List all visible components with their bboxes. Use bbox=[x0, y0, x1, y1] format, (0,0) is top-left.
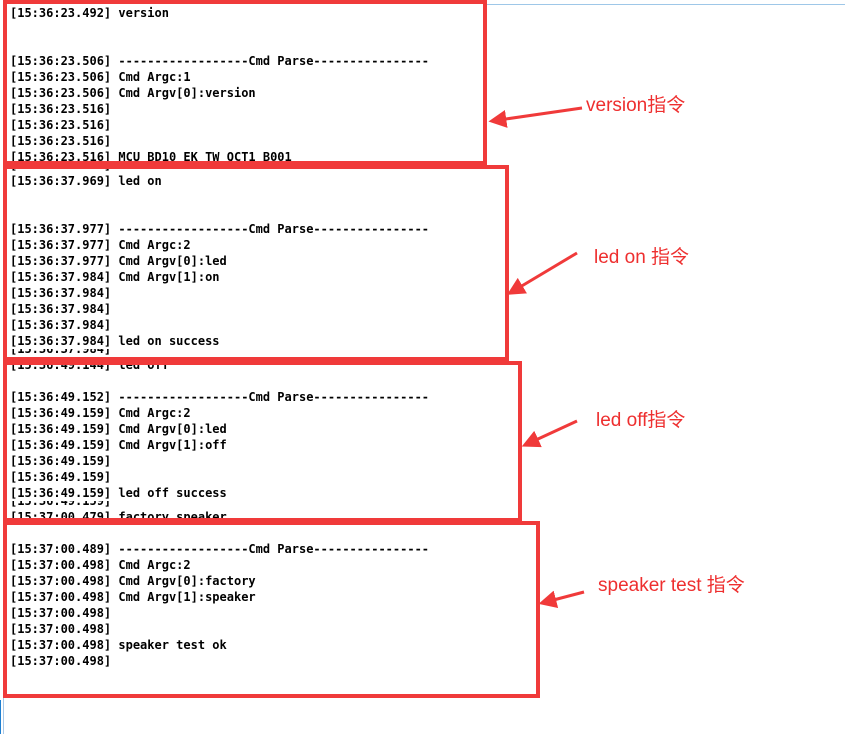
window-edge-left-accent bbox=[0, 700, 1, 734]
annotation-speaker: speaker test 指令 bbox=[598, 575, 745, 596]
log-line: [15:36:49.159] led off success bbox=[10, 486, 227, 500]
log-line: [15:37:00.498] bbox=[10, 606, 112, 620]
log-line: [15:36:49.159] Cmd Argv[0]:led bbox=[10, 422, 227, 436]
log-line-partial: [15:36:37.984] bbox=[10, 349, 112, 356]
log-line: [15:36:37.984] Cmd Argv[1]:on bbox=[10, 270, 220, 284]
annotation-led-off: led off指令 bbox=[596, 410, 686, 431]
log-line: [15:36:49.159] bbox=[10, 454, 112, 468]
serial-log[interactable]: [15:36:23.492] version [15:36:23.506] --… bbox=[10, 5, 490, 669]
annotation-version: version指令 bbox=[586, 95, 686, 116]
log-line: [15:36:23.516] bbox=[10, 134, 112, 148]
log-line: [15:37:00.498] bbox=[10, 654, 112, 668]
log-line: [15:36:37.984] bbox=[10, 302, 112, 316]
log-line: [15:36:23.516] MCU BD10 EK TW QCT1 B001 bbox=[10, 150, 292, 164]
log-line: [15:37:00.498] bbox=[10, 622, 112, 636]
highlight-box-led-on bbox=[3, 165, 509, 361]
highlight-box-version bbox=[3, 0, 487, 165]
arrow-led-off bbox=[521, 419, 578, 448]
annotation-led-on: led on 指令 bbox=[594, 247, 690, 268]
log-line: [15:37:00.498] Cmd Argc:2 bbox=[10, 558, 191, 572]
arrow-speaker bbox=[538, 590, 585, 609]
log-line: [15:36:23.516] bbox=[10, 102, 112, 116]
log-line: [15:36:49.159] Cmd Argv[1]:off bbox=[10, 438, 227, 452]
log-line: [15:36:37.969] led on bbox=[10, 174, 162, 188]
log-line: [15:36:37.984] bbox=[10, 286, 112, 300]
log-line: [15:36:49.159] bbox=[10, 470, 112, 484]
log-line: [15:36:49.152] ------------------Cmd Par… bbox=[10, 390, 430, 404]
log-line: [15:36:37.984] bbox=[10, 318, 112, 332]
log-line: [15:36:23.506] Cmd Argv[0]:version bbox=[10, 86, 256, 100]
log-line: [15:36:23.516] bbox=[10, 118, 112, 132]
log-line: [15:36:37.977] Cmd Argc:2 bbox=[10, 238, 191, 252]
log-line: [15:36:23.492] version bbox=[10, 6, 169, 20]
log-line-partial: [15:36:49.159] bbox=[10, 501, 112, 508]
log-line: [15:36:37.977] Cmd Argv[0]:led bbox=[10, 254, 227, 268]
log-line: [15:37:00.498] Cmd Argv[1]:speaker bbox=[10, 590, 256, 604]
log-line: [15:36:23.506] Cmd Argc:1 bbox=[10, 70, 191, 84]
log-line: [15:36:37.984] led on success bbox=[10, 334, 220, 348]
log-line: [15:37:00.489] ------------------Cmd Par… bbox=[10, 542, 430, 556]
window-edge-top bbox=[485, 4, 845, 5]
arrow-led-on bbox=[506, 251, 578, 295]
highlight-box-led-off bbox=[3, 361, 522, 522]
log-line: [15:36:23.506] ------------------Cmd Par… bbox=[10, 54, 430, 68]
log-line: [15:37:00.498] speaker test ok bbox=[10, 638, 227, 652]
arrow-version bbox=[488, 106, 583, 128]
log-line: [15:36:37.977] ------------------Cmd Par… bbox=[10, 222, 430, 236]
highlight-box-speaker bbox=[3, 521, 540, 698]
log-line: [15:37:00.498] Cmd Argv[0]:factory bbox=[10, 574, 256, 588]
log-line: [15:36:49.159] Cmd Argc:2 bbox=[10, 406, 191, 420]
